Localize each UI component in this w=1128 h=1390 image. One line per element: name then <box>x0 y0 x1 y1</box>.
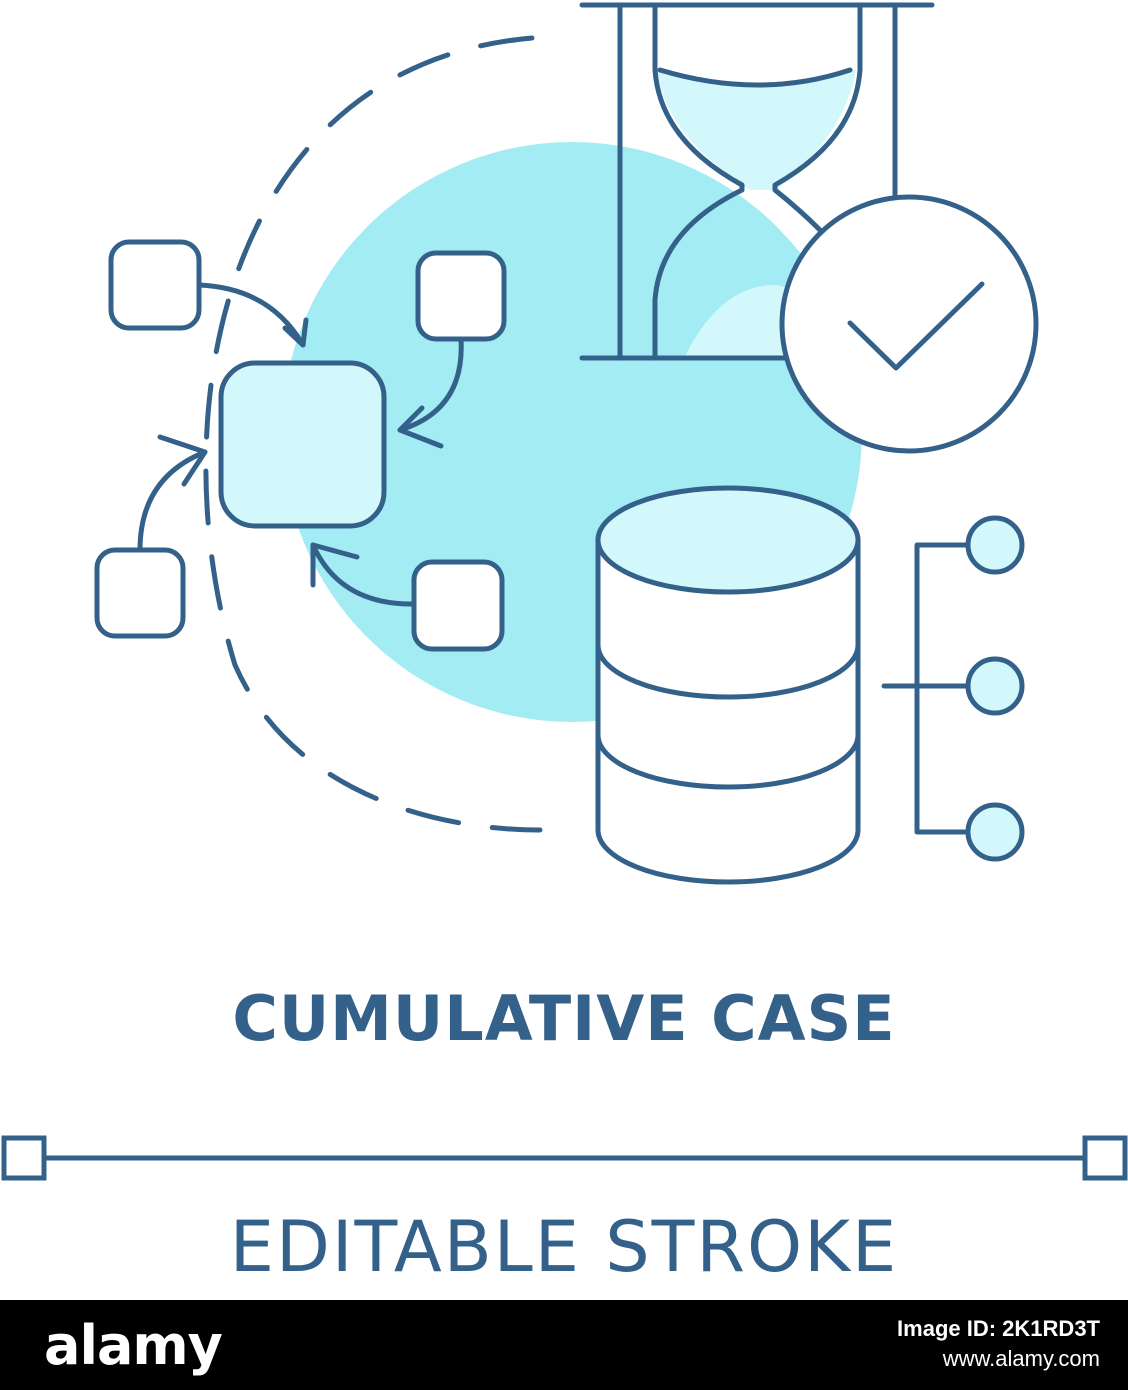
database-icon <box>595 485 861 885</box>
footer-meta: Image ID: 2K1RD3T www.alamy.com <box>897 1314 1100 1374</box>
flowchart-icon <box>94 239 507 652</box>
editable-stroke-line-icon <box>1 1135 1128 1181</box>
watermark-footer: alamy Image ID: 2K1RD3T www.alamy.com <box>0 1300 1128 1390</box>
dashed-cycle-arc-icon <box>203 35 543 833</box>
network-nodes-icon <box>881 515 1025 862</box>
checkmark-icon <box>779 194 1039 454</box>
subtitle: EDITABLE STROKE <box>229 1206 899 1288</box>
alamy-logo: alamy <box>44 1314 223 1377</box>
page-title: CUMULATIVE CASE <box>232 982 896 1055</box>
footer-url: www.alamy.com <box>942 1346 1100 1371</box>
cumulative-case-illustration <box>1 2 1128 1181</box>
image-id: Image ID: 2K1RD3T <box>897 1316 1100 1341</box>
